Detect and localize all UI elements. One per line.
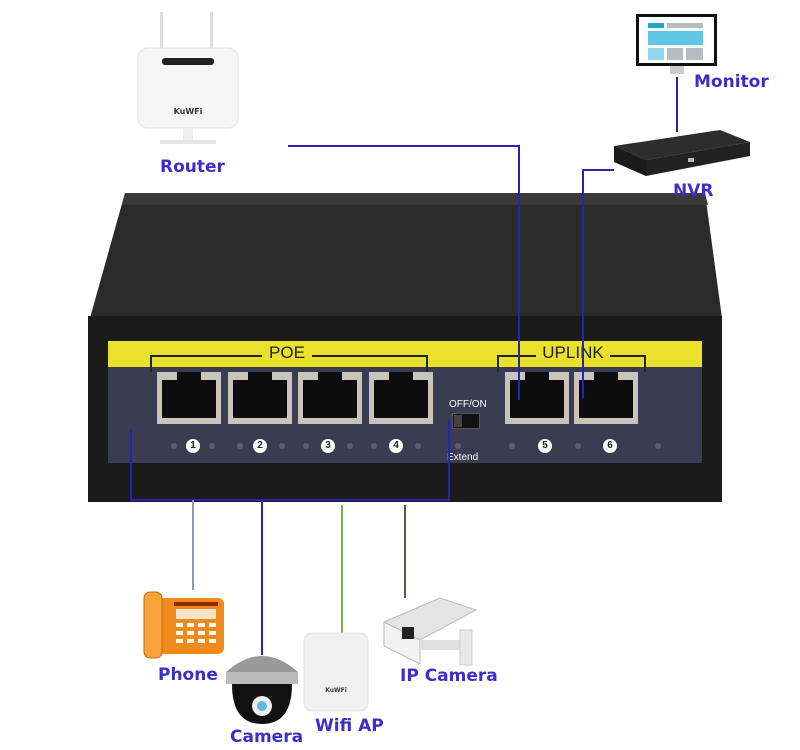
poe-extend-toggle[interactable] — [452, 413, 480, 429]
phone-label: Phone — [158, 665, 218, 685]
nvr-cable — [582, 169, 614, 398]
poe-bus-cable — [130, 420, 450, 501]
ethernet-port-3[interactable] — [298, 372, 362, 424]
wifi-ap-label: Wifi AP — [315, 716, 384, 736]
status-led — [237, 443, 243, 449]
port-number-3: 3 — [321, 439, 335, 453]
status-led — [655, 443, 661, 449]
port-number-5: 5 — [538, 439, 552, 453]
status-led — [347, 443, 353, 449]
wifi-ap-brand: KuWFi — [325, 687, 347, 694]
port-number-2: 2 — [253, 439, 267, 453]
ethernet-port-4[interactable] — [369, 372, 433, 424]
poe-toggle-label: OFF/ON — [449, 399, 487, 410]
status-led — [509, 443, 515, 449]
port-number-6: 6 — [603, 439, 617, 453]
status-led — [209, 443, 215, 449]
uplink-group-label: UPLINK — [536, 343, 610, 363]
status-led — [575, 443, 581, 449]
ethernet-port-1[interactable] — [157, 372, 221, 424]
nvr-label: NVR — [673, 181, 714, 201]
status-led — [455, 443, 461, 449]
port-number-1: 1 — [186, 439, 200, 453]
ethernet-port-2[interactable] — [228, 372, 292, 424]
status-led — [303, 443, 309, 449]
ip-camera-label: IP Camera — [400, 666, 498, 686]
port-number-4: 4 — [389, 439, 403, 453]
camera-label: Camera — [230, 727, 304, 747]
ethernet-port-6[interactable] — [574, 372, 638, 424]
status-led — [415, 443, 421, 449]
extend-label: Extend — [447, 452, 479, 463]
status-led — [371, 443, 377, 449]
poe-group-label: POE — [262, 343, 312, 363]
monitor-label: Monitor — [694, 72, 769, 92]
router-cable — [288, 145, 520, 400]
status-led — [279, 443, 285, 449]
router-label: Router — [160, 157, 225, 177]
status-led — [171, 443, 177, 449]
switch-top-surface — [90, 193, 722, 318]
router-brand: KuWFi — [174, 107, 203, 116]
